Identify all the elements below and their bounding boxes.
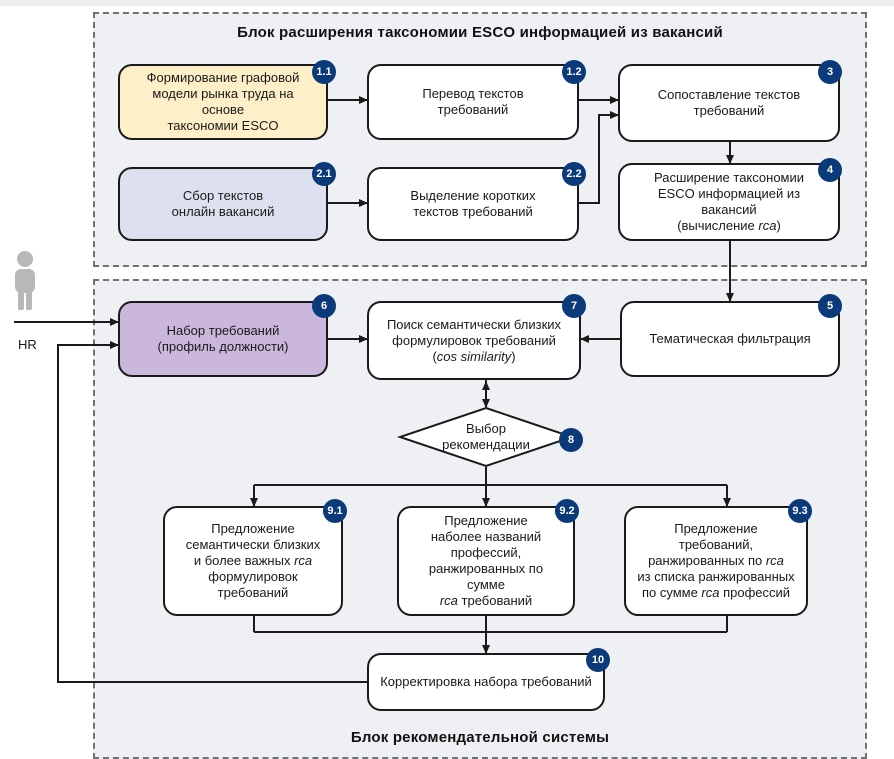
badge-10: 10 (586, 648, 610, 672)
badge-2-2: 2.2 (562, 162, 586, 186)
badge-8: 8 (559, 428, 583, 452)
node-9-3-em2: rca (701, 585, 720, 600)
node-9-3-ranked-requirements[interactable]: Предложение требований, ранжированных по… (624, 506, 808, 616)
badge-9-1: 9.1 (323, 499, 347, 523)
badge-9-3: 9.3 (788, 499, 812, 523)
recommender-panel-title: Блок рекомендательной системы (350, 729, 610, 746)
node-1-2-translate[interactable]: Перевод текстов требований (367, 64, 579, 140)
node-9-2-em: rca (439, 593, 458, 608)
node-6-label: Набор требований (профиль должности) (157, 323, 289, 354)
node-4-label: Расширение таксономии ESCO информацией и… (630, 170, 828, 234)
node-9-1-text-b: формулировок требований (208, 569, 298, 600)
badge-5: 5 (818, 294, 842, 318)
node-5-filter[interactable]: Тематическая фильтрация (620, 301, 840, 377)
node-9-2-text-b: требований (457, 593, 533, 608)
badge-1-2: 1.2 (562, 60, 586, 84)
node-6-requirements-set[interactable]: Набор требований (профиль должности) (118, 301, 328, 377)
node-9-3-label: Предложение требований, ранжированных по… (637, 521, 794, 601)
node-4-extend[interactable]: Расширение таксономии ESCO информацией и… (618, 163, 840, 241)
top-strip (0, 0, 894, 6)
esco-panel-title: Блок расширения таксономии ESCO информац… (237, 24, 723, 41)
person-icon (15, 251, 35, 310)
node-7-label: Поиск семантически близких формулировок … (387, 317, 561, 365)
node-9-2-professions[interactable]: Предложение наболее названий профессий, … (397, 506, 575, 616)
badge-7: 7 (562, 294, 586, 318)
node-5-label: Тематическая фильтрация (649, 331, 811, 346)
node-9-1-text-a: Предложение семантически близких и более… (185, 521, 321, 568)
node-9-2-label: Предложение наболее названий профессий, … (409, 513, 563, 609)
node-9-3-text-c: профессий (719, 585, 791, 600)
node-9-1-label: Предложение семантически близких и более… (186, 521, 320, 601)
hr-label: HR (18, 337, 37, 352)
node-1-1-graph-model[interactable]: Формирование графовой модели рынка труда… (118, 64, 328, 140)
node-2-2-extract[interactable]: Выделение коротких текстов требований (367, 167, 579, 241)
badge-9-2: 9.2 (555, 499, 579, 523)
node-1-2-label: Перевод текстов требований (422, 86, 524, 117)
badge-4: 4 (818, 158, 842, 182)
node-9-1-em: rca (294, 553, 313, 568)
node-2-1-collect[interactable]: Сбор текстов онлайн вакансий (118, 167, 328, 241)
node-1-1-label: Формирование графовой модели рынка труда… (146, 70, 300, 133)
badge-2-1: 2.1 (312, 162, 336, 186)
badge-6: 6 (312, 294, 336, 318)
node-2-2-label: Выделение коротких текстов требований (410, 188, 536, 219)
node-9-3-em: rca (765, 553, 784, 568)
decision-diamond (396, 406, 576, 468)
node-7-em: cos similarity (436, 348, 512, 364)
node-4-text: Расширение таксономии ESCO информацией и… (653, 170, 805, 233)
node-9-2-text-a: Предложение наболее названий профессий, … (428, 513, 544, 592)
badge-3: 3 (818, 60, 842, 84)
node-7-end: ) (511, 348, 516, 364)
node-7-text: Поиск семантически близких формулировок … (386, 316, 562, 364)
node-4-end: ) (776, 218, 781, 233)
node-9-1-similar-requirements[interactable]: Предложение семантически близких и более… (163, 506, 343, 616)
node-9-3-text-b: из списка ранжированных по сумме (637, 569, 795, 600)
node-2-1-label: Сбор текстов онлайн вакансий (171, 188, 275, 219)
badge-1-1: 1.1 (312, 60, 336, 84)
node-3-label: Сопоставление текстов требований (657, 87, 801, 118)
node-3-match[interactable]: Сопоставление текстов требований (618, 64, 840, 142)
node-9-3-text-a: Предложение требований, ранжированных по (648, 521, 763, 568)
node-8-label[interactable]: Выбор рекомендации (442, 421, 530, 452)
node-4-em: rca (758, 218, 777, 233)
node-10-adjust[interactable]: Корректировка набора требований (367, 653, 605, 711)
node-10-label: Корректировка набора требований (380, 674, 592, 689)
node-7-semantic-search[interactable]: Поиск семантически близких формулировок … (367, 301, 581, 380)
